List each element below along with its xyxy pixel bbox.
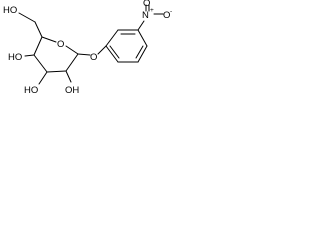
label-ho-top: HO [3, 5, 17, 16]
label-nitro-n: N [142, 10, 149, 21]
label-ho-bottom-left: HO [24, 85, 38, 96]
bond-ar-6 [105, 45, 119, 63]
bond-c5-ch2 [34, 21, 43, 38]
label-nitro-minus: - [170, 8, 172, 15]
bond-ar-n [137, 20, 145, 31]
bond-c4-c5 [33, 36, 43, 56]
bond-c5-ring-o [41, 36, 57, 43]
bond-c4-oh [24, 54, 35, 57]
bond-c2-c3 [46, 70, 67, 73]
bond-c1-c2 [65, 53, 79, 72]
bond-link-o-ar [97, 45, 107, 55]
label-nitro-o-right: O [163, 10, 170, 21]
bond-ar-double-3 [109, 45, 120, 59]
label-ho-left: HO [8, 52, 22, 63]
bond-c3-oh [38, 71, 48, 85]
molecule-structure: HO O O HO HO OH N + O - O [3, 0, 172, 96]
bond-ch2-oh [18, 12, 36, 23]
bond-ar-1 [105, 29, 119, 47]
bond-ar-4 [137, 45, 148, 63]
bond-c2-oh [65, 70, 72, 83]
label-nitro-o-top: O [143, 0, 150, 9]
label-ring-o: O [57, 39, 64, 50]
bond-ar-double-2 [135, 45, 144, 59]
bond-c3-c4 [33, 54, 48, 73]
label-link-o: O [90, 52, 97, 63]
bond-c1-link-o [77, 53, 91, 56]
bond-ar-3 [137, 29, 148, 47]
label-oh-bottom-right: OH [65, 85, 79, 96]
label-nitro-plus: + [150, 7, 154, 14]
bond-ring-o-c1 [65, 45, 79, 55]
